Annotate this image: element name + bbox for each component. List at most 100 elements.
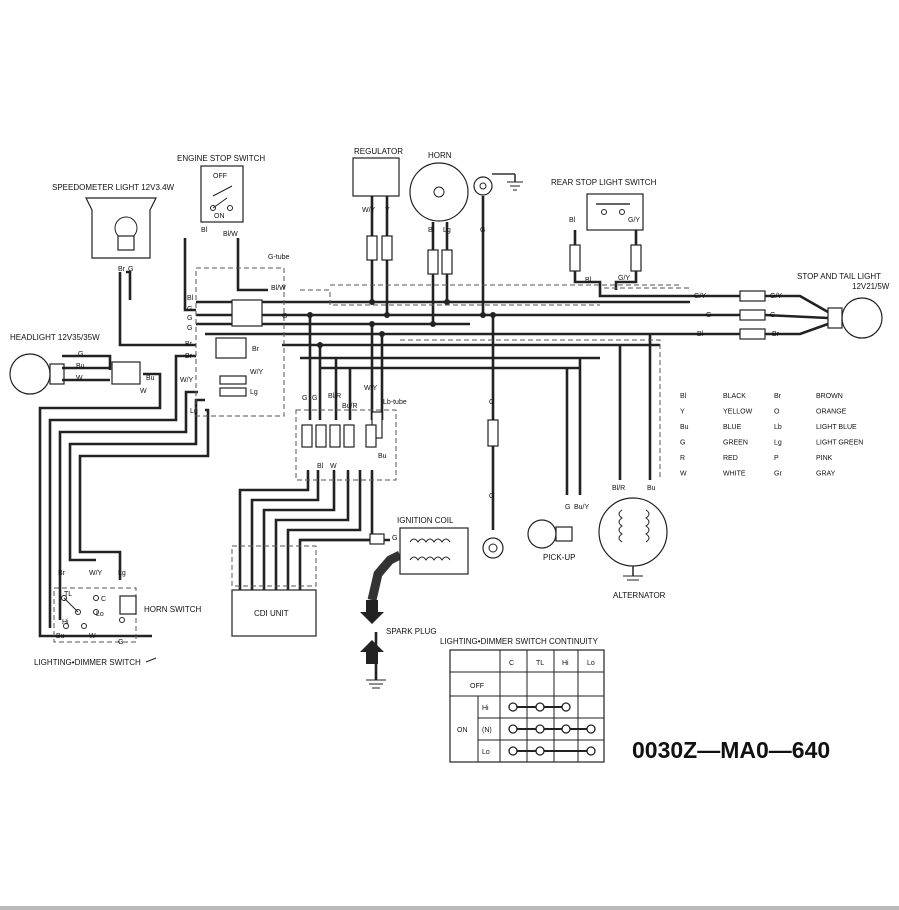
legend-name: GREEN xyxy=(723,440,748,447)
page-bottom-rule xyxy=(0,906,899,910)
ground-terminal xyxy=(473,173,523,196)
svg-text:Bu: Bu xyxy=(56,633,65,640)
svg-text:Bl: Bl xyxy=(201,227,208,234)
svg-text:G/Y: G/Y xyxy=(770,293,782,300)
svg-text:Bl: Bl xyxy=(569,217,576,224)
continuity-node xyxy=(561,724,571,734)
regulator-label: REGULATOR xyxy=(354,147,403,156)
svg-text:W/Y: W/Y xyxy=(89,570,103,577)
continuity-node xyxy=(561,702,571,712)
continuity-row-label: Lo xyxy=(482,749,490,756)
continuity-row-label: (N) xyxy=(482,727,492,734)
stop-and-tail-light xyxy=(827,297,883,339)
svg-text:Hi: Hi xyxy=(62,619,69,626)
svg-text:W: W xyxy=(330,463,337,470)
legend-code: R xyxy=(680,455,685,462)
svg-text:G: G xyxy=(302,395,307,402)
svg-text:G: G xyxy=(489,399,494,406)
headlight-label: HEADLIGHT 12V35/35W xyxy=(10,333,100,342)
svg-text:Bl: Bl xyxy=(317,463,324,470)
svg-text:Lg: Lg xyxy=(190,408,198,415)
svg-text:G/Y: G/Y xyxy=(628,217,640,224)
legend-code: Lg xyxy=(774,440,782,447)
svg-text:W/Y: W/Y xyxy=(362,207,376,214)
legend-name: LIGHT GREEN xyxy=(816,440,863,447)
pick-up xyxy=(527,519,573,549)
legend-code: Br xyxy=(774,393,782,400)
svg-text:Bl/W: Bl/W xyxy=(223,231,238,238)
svg-text:G: G xyxy=(706,312,711,319)
svg-text:Bl/R: Bl/R xyxy=(328,393,341,400)
stop-and-tail-light-rating: 12V21/5W xyxy=(852,282,890,291)
svg-text:G: G xyxy=(187,306,192,313)
stop-and-tail-light-label: STOP AND TAIL LIGHT xyxy=(797,272,881,281)
svg-text:Bu: Bu xyxy=(378,453,387,460)
headlight xyxy=(9,353,65,395)
svg-text:Br: Br xyxy=(772,331,780,338)
legend-name: LIGHT BLUE xyxy=(816,424,857,431)
svg-text:Bl/R: Bl/R xyxy=(612,485,625,492)
svg-text:G: G xyxy=(187,325,192,332)
continuity-node xyxy=(508,746,518,756)
svg-text:Bl/W: Bl/W xyxy=(271,285,286,292)
continuity-on-label: ON xyxy=(457,727,468,734)
spark-plug xyxy=(360,600,386,689)
svg-text:G: G xyxy=(282,313,287,320)
svg-text:G: G xyxy=(565,504,570,511)
legend-code: G xyxy=(680,440,685,447)
svg-text:Lg: Lg xyxy=(443,227,451,234)
svg-text:G: G xyxy=(128,266,133,273)
svg-text:G/Y: G/Y xyxy=(694,293,706,300)
svg-text:G: G xyxy=(489,493,494,500)
continuity-node xyxy=(508,724,518,734)
svg-text:G: G xyxy=(312,395,317,402)
legend-code: W xyxy=(680,471,687,478)
svg-text:G/Y: G/Y xyxy=(618,275,630,282)
svg-text:Bu: Bu xyxy=(647,485,656,492)
svg-text:Bl: Bl xyxy=(585,277,592,284)
legend-name: RED xyxy=(723,455,738,462)
alternator xyxy=(598,497,668,581)
regulator xyxy=(352,157,400,197)
svg-text:Bu: Bu xyxy=(76,363,85,370)
continuity-node xyxy=(586,746,596,756)
continuity-node xyxy=(586,724,596,734)
svg-text:Bu/R: Bu/R xyxy=(342,403,358,410)
connectors xyxy=(111,235,766,448)
engine-stop-off: OFF xyxy=(213,173,227,180)
svg-text:W: W xyxy=(140,388,147,395)
continuity-off-label: OFF xyxy=(470,683,484,690)
svg-text:Y: Y xyxy=(385,207,390,214)
spark-plug-label: SPARK PLUG xyxy=(386,627,437,636)
svg-text:G: G xyxy=(187,315,192,322)
ignition-ground xyxy=(482,537,504,559)
legend-name: BROWN xyxy=(816,393,843,400)
svg-text:W: W xyxy=(76,375,83,382)
horn-label: HORN xyxy=(428,151,452,160)
cdi-unit xyxy=(231,589,317,637)
engine-stop-switch: OFF ON xyxy=(200,165,244,223)
svg-text:Bu/Y: Bu/Y xyxy=(574,504,590,511)
legend-name: BLUE xyxy=(723,424,742,431)
continuity-node xyxy=(535,746,545,756)
legend-code: P xyxy=(774,455,779,462)
svg-text:Lg: Lg xyxy=(118,570,126,577)
svg-text:Br: Br xyxy=(118,266,126,273)
continuity-column-header: C xyxy=(509,660,514,667)
ignition-coil xyxy=(369,527,469,575)
svg-text:W/Y: W/Y xyxy=(364,385,378,392)
continuity-node xyxy=(508,702,518,712)
continuity-node xyxy=(535,702,545,712)
continuity-row-label: Hi xyxy=(482,705,489,712)
rear-stop-light-switch xyxy=(586,193,644,231)
svg-text:Bl: Bl xyxy=(428,227,435,234)
speedometer-light xyxy=(85,197,157,259)
svg-text:G: G xyxy=(480,227,485,234)
lb-tube-label: Lb-tube xyxy=(383,399,407,406)
svg-text:G: G xyxy=(118,639,123,646)
svg-text:Br: Br xyxy=(58,570,66,577)
legend-name: WHITE xyxy=(723,471,746,478)
